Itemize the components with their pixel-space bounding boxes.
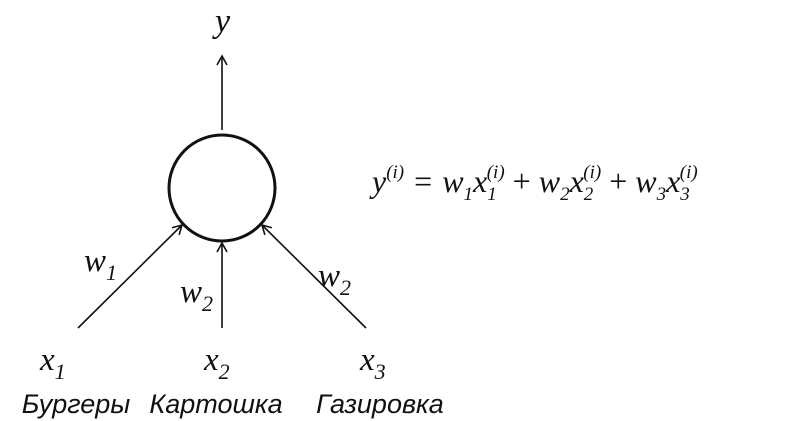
formula-term-2-w: w [539,163,561,199]
input-label-1: x1 [39,342,66,384]
weight-label-3: w2 [318,258,351,300]
output-label: y [212,3,231,40]
formula: y(i)=w1x1(i)+w2x2(i)+w3x3(i) [369,162,698,205]
weight-label-2: w2 [180,274,213,316]
input-caption-1: Бургеры [22,389,131,419]
weight-label-1: w1 [84,243,117,285]
formula-term-1-w: w [442,163,464,199]
input-edge-3 [260,223,367,329]
formula-term-3-w: w [635,163,657,199]
formula-lhs: y [369,163,387,199]
input-edge-1 [77,223,184,329]
input-caption-3: Газировка [316,389,444,419]
input-label-2: x2 [203,342,230,384]
input-label-3: x3 [359,342,386,384]
neuron-node [167,133,277,243]
input-caption-2: Картошка [149,389,282,419]
